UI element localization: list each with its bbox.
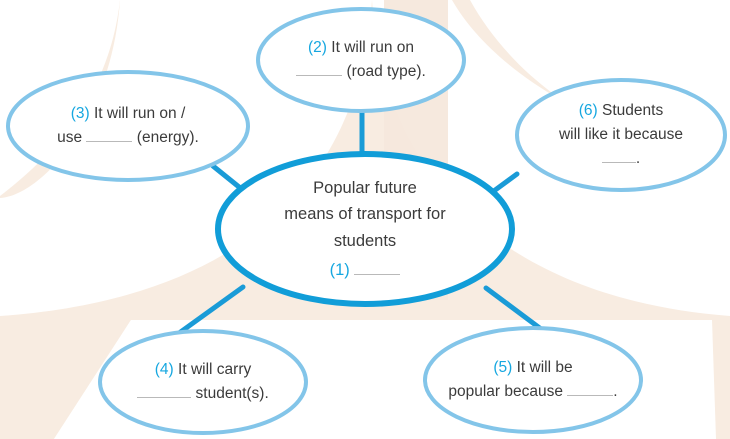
- ellipse-center[interactable]: [215, 151, 515, 307]
- node-3-content: (3) It will run on / use (energy).: [7, 102, 249, 150]
- node-2-number-label: (2): [308, 38, 327, 56]
- node-5-line-1: (5) It will be: [434, 356, 632, 380]
- node-4-line-1: (4) It will carry: [109, 358, 297, 382]
- node-6-line-3: .: [526, 147, 716, 171]
- center-number-label: (1): [329, 260, 350, 279]
- ellipse-node-2[interactable]: [256, 7, 466, 113]
- node-5-number-label: (5): [493, 358, 513, 376]
- node-6-line-1: (6) Students: [526, 99, 716, 123]
- node-6-number-label: (6): [578, 101, 598, 119]
- node-4-number-label: (4): [154, 360, 174, 378]
- node-3-answer-blank[interactable]: [86, 141, 133, 142]
- node-6-answer-blank[interactable]: [601, 162, 636, 163]
- connector-center-to-node-4: [172, 284, 246, 339]
- node-4-text-2: student(s).: [191, 385, 269, 402]
- mindmap-node-3[interactable]: (3) It will run on / use (energy).: [7, 71, 249, 181]
- node-3-number-label: (3): [70, 104, 90, 122]
- node-2-line-2: (road type).: [267, 60, 455, 84]
- ellipse-node-4[interactable]: [98, 329, 308, 435]
- center-node-content: Popular future means of transport for st…: [216, 175, 514, 284]
- node-3-text-1: It will run on /: [93, 104, 186, 122]
- node-5-line-2: popular because .: [434, 380, 632, 404]
- node-5-text-2a: popular because: [448, 383, 568, 400]
- mindmap-node-4[interactable]: (4) It will carry student(s).: [99, 330, 307, 434]
- ellipse-node-5[interactable]: [423, 326, 643, 434]
- center-title-line-1: Popular future: [313, 178, 417, 197]
- node-6-text-2: will like it because: [558, 125, 684, 143]
- node-ellipses: [6, 7, 727, 435]
- node-5-answer-blank[interactable]: [567, 395, 614, 396]
- node-5-content: (5) It will be popular because .: [424, 356, 642, 404]
- mindmap-node-6[interactable]: (6) Students will like it because .: [516, 79, 726, 191]
- node-4-text-1: It will carry: [178, 360, 252, 378]
- mindmap-node-2[interactable]: (2) It will run on (road type).: [257, 8, 465, 112]
- node-4-content: (4) It will carry student(s).: [99, 358, 307, 406]
- node-5-text-2b: .: [613, 383, 618, 400]
- node-6-text-1: Students: [602, 101, 664, 119]
- node-2-content: (2) It will run on (road type).: [257, 36, 465, 84]
- node-3-line-1: (3) It will run on /: [17, 102, 239, 126]
- node-6-text-3: .: [635, 150, 641, 167]
- mindmap-node-5[interactable]: (5) It will be popular because .: [424, 327, 642, 433]
- node-3-text-2a: use: [57, 129, 87, 146]
- ellipse-node-3[interactable]: [6, 70, 250, 182]
- node-4-line-2: student(s).: [109, 382, 297, 406]
- ellipse-node-6[interactable]: [515, 78, 727, 192]
- center-answer-blank[interactable]: [354, 273, 401, 275]
- node-2-text-2: (road type).: [342, 63, 426, 80]
- node-6-content: (6) Students will like it because .: [516, 99, 726, 171]
- node-2-text-1: It will run on: [331, 38, 414, 56]
- mindmap-center-node[interactable]: Popular future means of transport for st…: [216, 153, 514, 305]
- node-5-text-1: It will be: [516, 358, 573, 376]
- center-title-line-2: means of transport for: [284, 205, 446, 224]
- node-3-text-2b: (energy).: [132, 129, 199, 146]
- node-4-answer-blank[interactable]: [137, 397, 192, 398]
- node-2-line-1: (2) It will run on: [267, 36, 455, 60]
- connector-center-to-node-5: [483, 285, 548, 335]
- node-2-answer-blank[interactable]: [296, 75, 343, 76]
- node-3-line-2: use (energy).: [17, 126, 239, 150]
- node-6-line-2: will like it because: [526, 123, 716, 147]
- center-title-line-3: students: [333, 232, 397, 250]
- center-answer-line: (1): [226, 257, 504, 284]
